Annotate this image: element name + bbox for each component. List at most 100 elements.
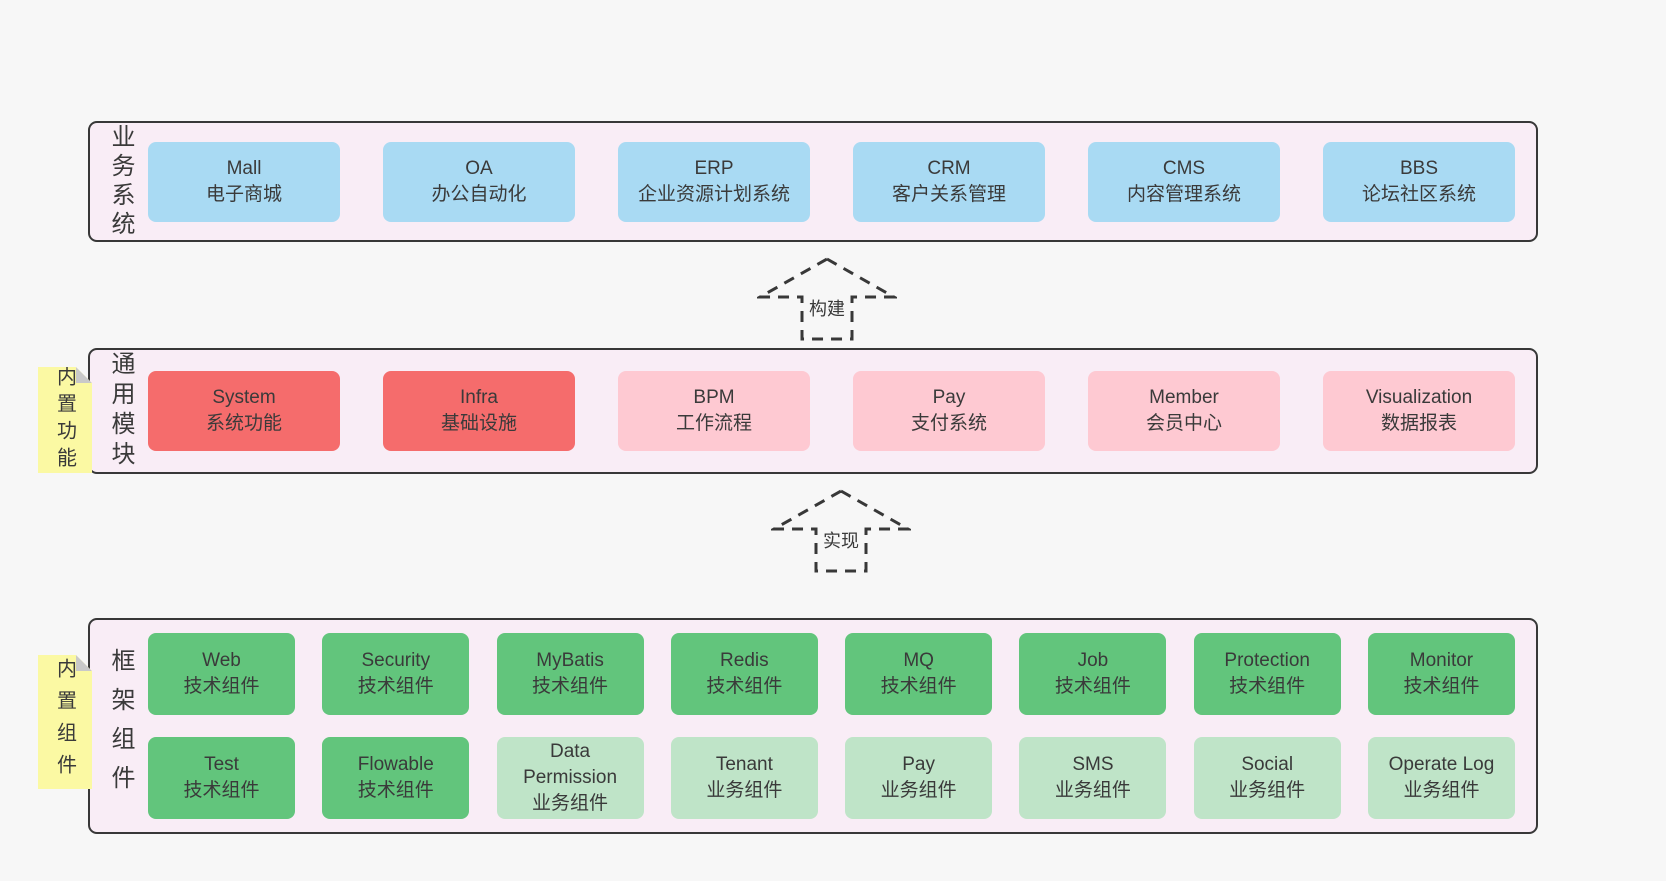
module-name: Tenant [715, 754, 773, 775]
module-row: Mall 电子商城 OA 办公自动化 ERP 企业资源计划系统 CRM 客户关系管理 CMS 内容… [148, 141, 1515, 222]
module-subtitle: 系统功能 [205, 413, 282, 434]
module-name: Infra [459, 387, 499, 408]
module-subtitle: 基础设施 [440, 413, 517, 434]
module-box-data-permission: Data Permission 业务组件 [496, 737, 644, 819]
module-subtitle: 技术组件 [183, 780, 260, 801]
module-subtitle: 会员中心 [1145, 413, 1222, 434]
build-arrow: 构建 [757, 256, 897, 342]
module-subtitle: 技术组件 [1229, 676, 1306, 697]
module-subtitle: 数据报表 [1380, 413, 1457, 434]
module-box-operate-log: Operate Log 业务组件 [1367, 737, 1515, 819]
module-subtitle: 业务组件 [532, 793, 609, 814]
module-box-infra: Infra 基础设施 [383, 371, 575, 451]
module-subtitle: 技术组件 [532, 676, 609, 697]
dashed-up-arrow-icon [771, 489, 911, 573]
module-name: BPM [693, 387, 735, 408]
implement-arrow: 实现 [771, 488, 911, 574]
sticky-note-builtin-components-text: 内置组件 [53, 658, 76, 786]
module-box-cms: CMS 内容管理系统 [1088, 141, 1280, 222]
module-box-redis: Redis 技术组件 [670, 633, 818, 715]
module-box-system: System 系统功能 [148, 371, 340, 451]
module-name: SMS [1072, 754, 1114, 775]
module-name: Job [1077, 650, 1109, 671]
module-box-oa: OA 办公自动化 [383, 141, 575, 222]
module-subtitle: 论坛社区系统 [1361, 183, 1476, 205]
module-box-job: Job 技术组件 [1019, 633, 1167, 715]
module-subtitle: 技术组件 [1403, 676, 1480, 697]
module-subtitle: 业务组件 [1229, 780, 1306, 801]
module-name: Member [1149, 387, 1219, 408]
module-subtitle: 技术组件 [1054, 676, 1131, 697]
module-box-bpm: BPM 工作流程 [618, 371, 810, 451]
module-name: Visualization [1365, 387, 1473, 408]
module-box-mq: MQ 技术组件 [845, 633, 993, 715]
module-subtitle: 内容管理系统 [1126, 183, 1241, 205]
module-box-crm: CRM 客户关系管理 [853, 141, 1045, 222]
module-subtitle: 技术组件 [706, 676, 783, 697]
module-box-mybatis: MyBatis 技术组件 [496, 633, 644, 715]
sticky-note-builtin-features-text: 内置功能 [53, 366, 76, 474]
build-arrow-label: 构建 [805, 294, 849, 322]
module-name: System [212, 387, 276, 408]
module-subtitle: 工作流程 [675, 413, 752, 434]
tier-common-modules: 通用模块 System 系统功能 Infra 基础设施 BPM 工作流程 Pay 支付系统 Me… [88, 348, 1538, 474]
module-name: CMS [1162, 157, 1206, 179]
module-name: Redis [720, 650, 769, 671]
module-subtitle: 技术组件 [880, 676, 957, 697]
module-name: Operate Log [1388, 754, 1495, 775]
module-name: CRM [927, 157, 971, 179]
module-name: ERP [694, 157, 734, 179]
module-subtitle: 电子商城 [205, 183, 282, 205]
module-subtitle: 技术组件 [183, 676, 260, 697]
module-box-bbs: BBS 论坛社区系统 [1323, 141, 1515, 222]
module-name: MQ [903, 650, 934, 671]
module-name: Web [202, 650, 241, 671]
dashed-up-arrow-icon [757, 257, 897, 341]
sticky-note-builtin-components: 内置组件 [38, 655, 92, 789]
module-box-protection: Protection 技术组件 [1193, 633, 1341, 715]
tier-common-modules-label: 通用模块 [107, 351, 134, 471]
module-subtitle: 办公自动化 [431, 183, 527, 205]
module-subtitle: 客户关系管理 [891, 183, 1006, 205]
implement-arrow-label: 实现 [819, 526, 863, 554]
module-name: Protection [1224, 650, 1310, 671]
module-subtitle: 业务组件 [1403, 780, 1480, 801]
module-name: BBS [1399, 157, 1439, 179]
module-name: Test [204, 754, 239, 775]
module-name: Data Permission [523, 741, 618, 788]
module-box-security: Security 技术组件 [322, 633, 470, 715]
tier-framework-components-label: 框架组件 [107, 648, 134, 804]
module-box-mall: Mall 电子商城 [148, 141, 340, 222]
module-subtitle: 技术组件 [357, 676, 434, 697]
module-subtitle: 业务组件 [880, 780, 957, 801]
module-box-erp: ERP 企业资源计划系统 [618, 141, 810, 222]
module-name: Mall [226, 157, 262, 179]
tier-business-systems-boxes: Mall 电子商城 OA 办公自动化 ERP 企业资源计划系统 CRM 客户关系管理 CMS 内容… [148, 123, 1515, 240]
module-box-member: Member 会员中心 [1088, 371, 1280, 451]
module-name: Security [361, 650, 431, 671]
module-box-test: Test 技术组件 [148, 737, 295, 819]
module-name: MyBatis [536, 650, 604, 671]
tier-business-systems-label: 业务系统 [107, 123, 134, 240]
module-box-monitor: Monitor 技术组件 [1367, 633, 1515, 715]
module-name: Monitor [1409, 650, 1474, 671]
module-subtitle: 技术组件 [357, 780, 434, 801]
module-name: Social [1241, 754, 1294, 775]
module-name: OA [465, 157, 493, 179]
module-subtitle: 支付系统 [910, 413, 987, 434]
module-name: Pay [932, 387, 966, 408]
module-subtitle: 企业资源计划系统 [637, 183, 790, 205]
module-box-social: Social 业务组件 [1193, 737, 1341, 819]
module-subtitle: 业务组件 [1054, 780, 1131, 801]
module-row: System 系统功能 Infra 基础设施 BPM 工作流程 Pay 支付系统 Member 会… [148, 371, 1515, 451]
tier-common-modules-boxes: System 系统功能 Infra 基础设施 BPM 工作流程 Pay 支付系统 Member 会… [148, 350, 1515, 472]
tier-business-systems: 业务系统 Mall 电子商城 OA 办公自动化 ERP 企业资源计划系统 CRM 客户关系管理… [88, 121, 1538, 242]
module-box-web: Web 技术组件 [148, 633, 295, 715]
